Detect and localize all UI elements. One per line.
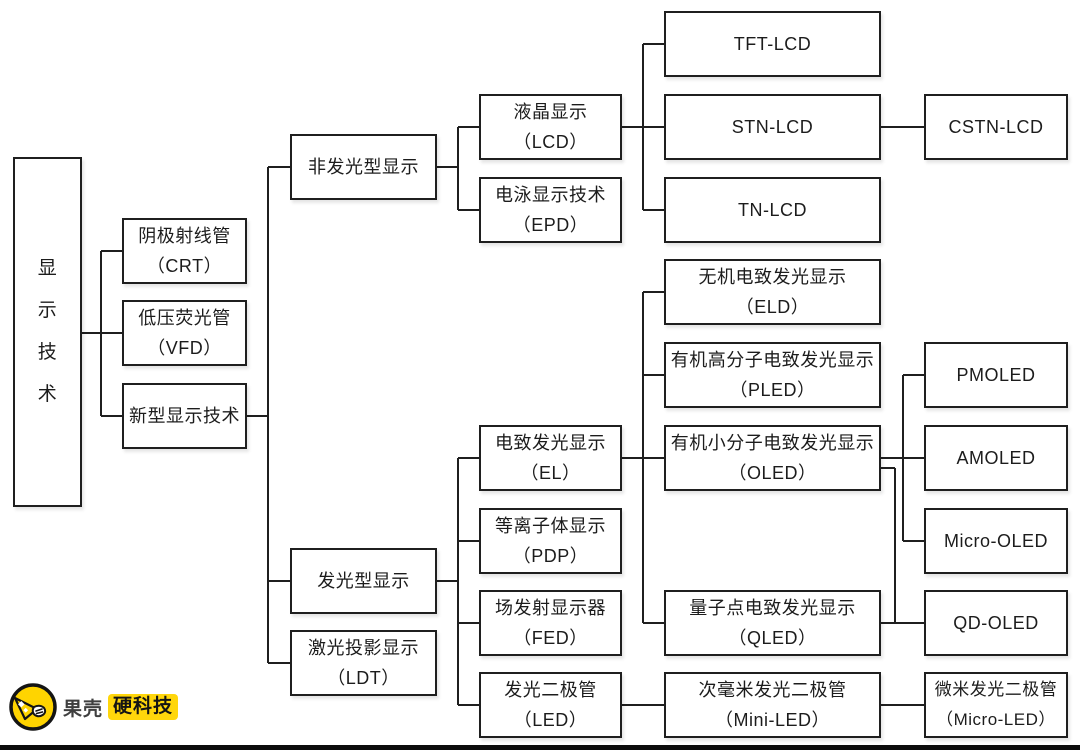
node-label: STN-LCD	[731, 117, 814, 137]
bottom-divider	[0, 745, 1080, 750]
node-sublabel: （CRT）	[146, 256, 223, 276]
node-sublabel: （Micro-LED）	[936, 710, 1056, 729]
node-sublabel: （PLED）	[729, 380, 816, 400]
node-label: 微米发光二极管	[934, 680, 1058, 699]
guokr-logo-icon	[9, 683, 57, 731]
node-label: QD-OLED	[953, 613, 1039, 633]
node-label: 有机小分子电致发光显示	[670, 433, 875, 453]
node-label: 非发光型显示	[308, 157, 419, 177]
node-mini-led: 次毫米发光二极管 （Mini-LED）	[664, 672, 881, 738]
node-label: Micro-OLED	[943, 531, 1048, 551]
node-label: 次毫米发光二极管	[698, 680, 847, 700]
node-label: CSTN-LCD	[948, 117, 1044, 137]
node-label: 无机电致发光显示	[698, 267, 847, 287]
node-sublabel: （LCD）	[513, 132, 588, 152]
node-sublabel: （PDP）	[512, 546, 589, 566]
node-micro-led: 微米发光二极管 （Micro-LED）	[924, 672, 1068, 738]
node-pled: 有机高分子电致发光显示 （PLED）	[664, 342, 881, 408]
node-cstn-lcd: CSTN-LCD	[924, 94, 1068, 160]
node-qled: 量子点电致发光显示 （QLED）	[664, 590, 881, 656]
node-lcd: 液晶显示 （LCD）	[479, 94, 622, 160]
node-ldt: 激光投影显示 （LDT）	[290, 630, 437, 696]
node-label: 液晶显示	[513, 102, 588, 122]
node-el: 电致发光显示 （EL）	[479, 425, 622, 491]
node-label: 等离子体显示	[495, 516, 606, 536]
brand-badge: 硬科技	[108, 694, 179, 720]
node-label: 量子点电致发光显示	[689, 598, 856, 618]
node-pdp: 等离子体显示 （PDP）	[479, 508, 622, 574]
node-sublabel: （LED）	[513, 710, 588, 730]
node-display-technology-root: 显示技术	[13, 157, 82, 507]
node-qd-oled: QD-OLED	[924, 590, 1068, 656]
node-oled: 有机小分子电致发光显示 （OLED）	[664, 425, 881, 491]
node-crt: 阴极射线管 （CRT）	[122, 218, 247, 284]
node-new-display-technology: 新型显示技术	[122, 383, 247, 449]
node-sublabel: （VFD）	[147, 338, 222, 358]
node-amoled: AMOLED	[924, 425, 1068, 491]
node-sublabel: （Mini-LED）	[714, 710, 830, 730]
brand-wordmark: 果壳	[63, 698, 104, 720]
node-sublabel: （LDT）	[327, 668, 400, 688]
node-eld: 无机电致发光显示 （ELD）	[664, 259, 881, 325]
node-non-emissive-display: 非发光型显示	[290, 134, 437, 200]
node-tn-lcd: TN-LCD	[664, 177, 881, 243]
node-label: 电致发光显示	[495, 433, 606, 453]
node-label: PMOLED	[956, 365, 1036, 385]
node-epd: 电泳显示技术 （EPD）	[479, 177, 622, 243]
node-micro-oled: Micro-OLED	[924, 508, 1068, 574]
node-led: 发光二极管 （LED）	[479, 672, 622, 738]
node-label: 显示技术	[37, 258, 58, 405]
node-label: TFT-LCD	[733, 34, 812, 54]
node-emissive-display: 发光型显示	[290, 548, 437, 614]
node-sublabel: （QLED）	[728, 628, 817, 648]
node-sublabel: （EL）	[520, 463, 581, 483]
brand-logo: 果壳 硬科技	[8, 682, 179, 732]
node-sublabel: （OLED）	[728, 463, 817, 483]
node-pmoled: PMOLED	[924, 342, 1068, 408]
node-label: 有机高分子电致发光显示	[670, 350, 875, 370]
node-label: 发光二极管	[504, 680, 597, 700]
node-label: 低压荧光管	[138, 308, 231, 328]
node-label: 场发射显示器	[495, 598, 606, 618]
node-sublabel: （EPD）	[512, 215, 589, 235]
node-label: 阴极射线管	[138, 226, 231, 246]
node-sublabel: （ELD）	[735, 297, 810, 317]
node-vfd: 低压荧光管 （VFD）	[122, 300, 247, 366]
node-label: 电泳显示技术	[495, 185, 606, 205]
node-label: TN-LCD	[738, 200, 807, 220]
node-stn-lcd: STN-LCD	[664, 94, 881, 160]
node-fed: 场发射显示器 （FED）	[479, 590, 622, 656]
node-label: AMOLED	[956, 448, 1036, 468]
node-tft-lcd: TFT-LCD	[664, 11, 881, 77]
node-sublabel: （FED）	[513, 628, 588, 648]
node-label: 发光型显示	[317, 571, 410, 591]
node-label: 激光投影显示	[308, 638, 419, 658]
node-label: 新型显示技术	[129, 406, 240, 426]
